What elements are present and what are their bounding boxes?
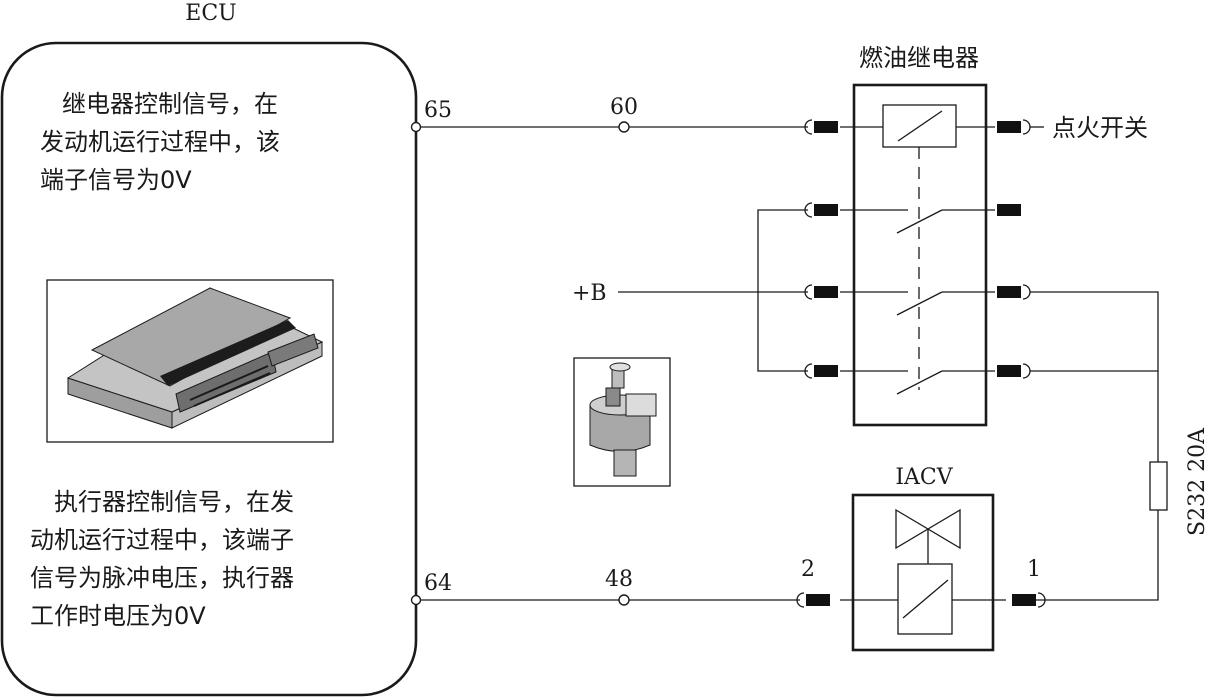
fuse-label: S232 20A — [1185, 427, 1210, 536]
fuse — [1149, 461, 1168, 511]
ecu-actuator-note-line: 工作时电压为0V — [30, 602, 206, 630]
iacv-connectors — [796, 592, 1046, 608]
relay-contacts — [840, 209, 995, 395]
iacv-title: IACV — [895, 465, 953, 490]
relay-right-connectors — [997, 119, 1031, 379]
iacv-valve-symbol — [895, 508, 961, 564]
battery-label: +B — [572, 281, 607, 306]
iacv-box — [851, 493, 995, 652]
ecu-relay-note-line: 发动机运行过程中，该 — [40, 128, 280, 156]
relay-output-wire-upper — [1030, 291, 1159, 462]
ecu-actuator-note: 执行器控制信号，在发 动机运行过程中，该端子 信号为脉冲电压，执行器 工作时电压… — [30, 488, 302, 630]
fuse-to-iacv-wire — [1030, 510, 1159, 601]
ecu-relay-note: 继电器控制信号，在 发动机运行过程中，该 端子信号为0V — [40, 90, 288, 194]
relay-input-bus — [757, 209, 808, 372]
connector-60-terminal — [618, 121, 630, 133]
fuel-relay-box — [852, 83, 988, 427]
ecu-unit-image — [46, 279, 334, 443]
ecu-relay-note-line: 继电器控制信号，在 — [62, 90, 278, 118]
ecu-relay-note-line: 端子信号为0V — [40, 166, 192, 194]
ecu-actuator-note-line: 动机运行过程中，该端子 — [30, 526, 294, 554]
relay-coil — [840, 104, 995, 390]
connector-48-terminal — [618, 594, 630, 606]
relay-left-connectors — [804, 119, 838, 379]
ecu-actuator-note-line: 信号为脉冲电压，执行器 — [30, 564, 294, 592]
fuel-relay-title: 燃油继电器 — [859, 44, 979, 72]
ecu-title: ECU — [185, 1, 236, 26]
iacv-pin-1-label: 1 — [1027, 557, 1041, 582]
fuel-pump-image — [573, 357, 671, 487]
ecu-pin-64-terminal — [410, 594, 422, 606]
ecu-pin-65-label: 65 — [424, 98, 452, 123]
ecu-pin-65-terminal — [410, 121, 422, 133]
ignition-switch-label: 点火开关 — [1052, 114, 1148, 142]
ecu-pin-64-label: 64 — [424, 571, 452, 596]
connector-60-label: 60 — [610, 95, 638, 120]
iacv-solenoid — [840, 563, 1006, 635]
ecu-box — [0, 41, 418, 697]
connector-48-label: 48 — [605, 567, 633, 592]
ecu-actuator-note-line: 执行器控制信号，在发 — [54, 488, 294, 516]
iacv-pin-2-label: 2 — [801, 557, 815, 582]
